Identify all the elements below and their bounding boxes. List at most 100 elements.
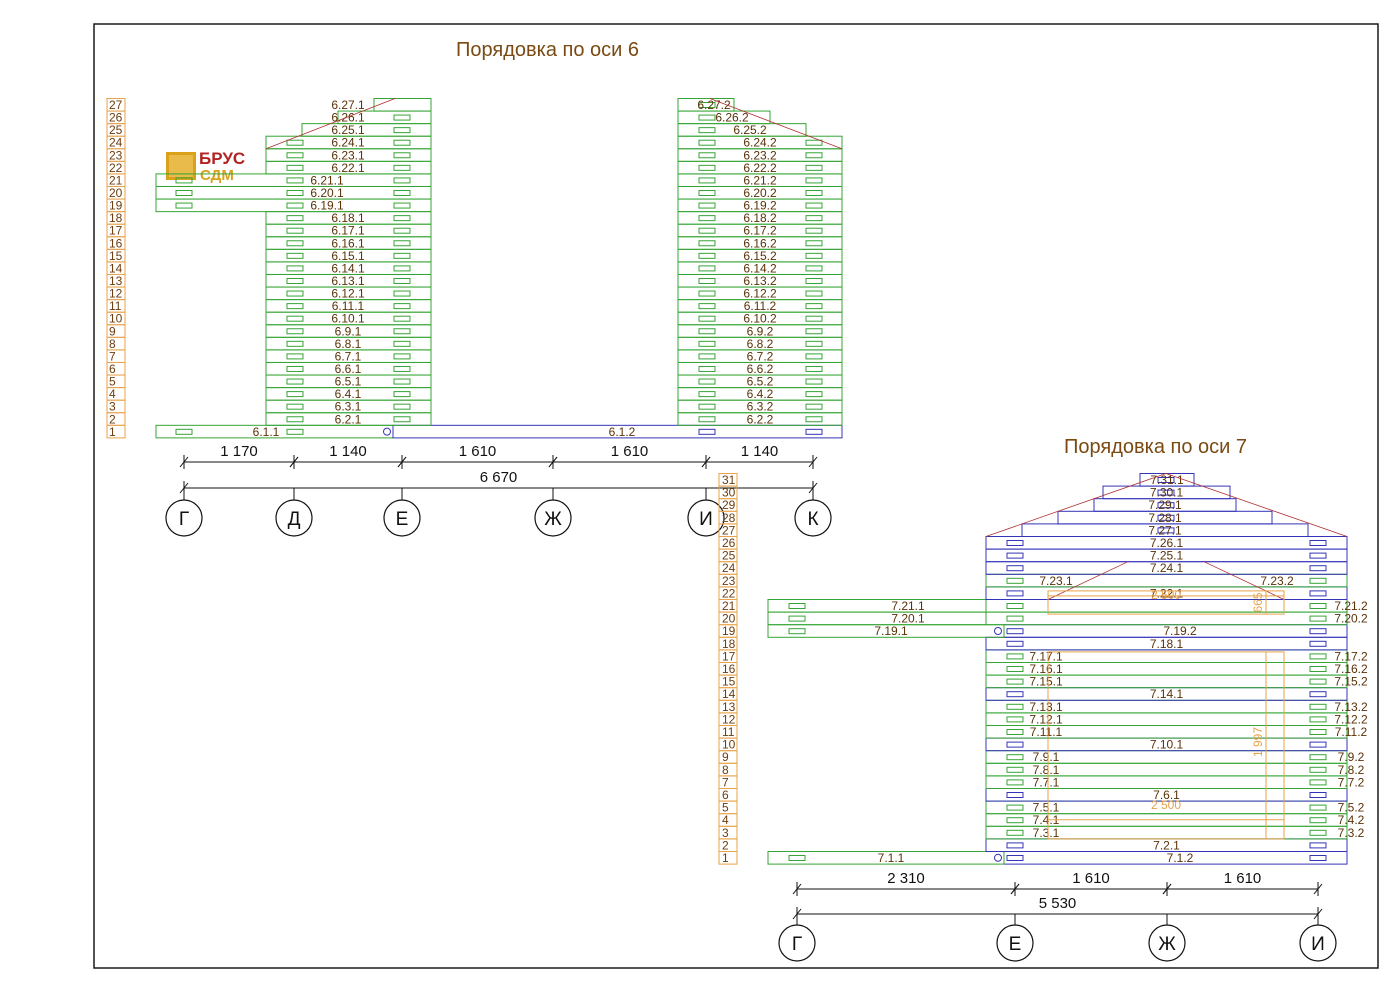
- row-number: 7: [722, 775, 729, 789]
- log-label-left: 7.23.1: [1039, 574, 1073, 588]
- log-joint-notch: [1309, 666, 1327, 672]
- log-label-wall1: 6.22.1: [331, 161, 365, 175]
- axis6-grid-0-bubble: [165, 499, 203, 537]
- log-joint-notch: [1157, 514, 1175, 521]
- log-joint-notch: [286, 340, 304, 347]
- log-joint-notch: [1006, 540, 1024, 546]
- row-number: 13: [109, 274, 123, 288]
- log-joint-notch: [788, 615, 806, 622]
- log-label-wall2: 6.10.2: [743, 312, 777, 326]
- log-label-left: 7.4.1: [1033, 813, 1060, 827]
- log-joint-notch: [393, 139, 411, 146]
- axis6-grid-2-label: Е: [396, 509, 409, 530]
- log-joint-notch: [175, 202, 193, 209]
- log-label-right: 7.16.2: [1334, 662, 1368, 676]
- log-label-wall2: 6.17.2: [743, 224, 777, 238]
- log-joint-notch: [698, 290, 716, 297]
- log-joint-notch: [1309, 804, 1327, 811]
- door-height-value: 1 997: [1251, 727, 1265, 757]
- row-number: 2: [109, 412, 116, 426]
- log-joint-notch: [393, 290, 411, 297]
- log-joint-notch: [1309, 603, 1327, 609]
- log-joint-notch: [1006, 716, 1024, 723]
- row-number: 24: [109, 136, 123, 150]
- log-joint-notch: [1309, 678, 1327, 685]
- log-joint-notch: [805, 139, 823, 146]
- log-label-wall2: 6.7.2: [747, 349, 774, 363]
- log-joint-notch: [805, 164, 823, 171]
- log-joint-notch: [698, 391, 716, 398]
- log-joint-notch: [393, 416, 411, 423]
- log-joint-notch: [393, 391, 411, 398]
- log-label-left: 7.17.1: [1029, 649, 1063, 663]
- log-label-wall2: 6.2.2: [747, 412, 774, 426]
- log-label-wall2: 6.25.2: [733, 123, 767, 137]
- log-joint-notch: [805, 403, 823, 410]
- row-number: 17: [722, 649, 736, 663]
- log-wall1: [155, 173, 432, 187]
- row-number: 25: [722, 549, 736, 563]
- axis6-grid-4-label: И: [699, 509, 713, 530]
- row-number: 30: [722, 486, 736, 500]
- log-label-right: 7.4.2: [1338, 813, 1365, 827]
- axis7-span-1-value: 1 610: [1072, 870, 1110, 887]
- log-joint-notch: [805, 428, 823, 435]
- axis6-span-4-value: 1 140: [741, 443, 779, 460]
- log-joint-notch: [393, 378, 411, 385]
- log-joint-notch: [1309, 842, 1327, 849]
- log-joint-notch: [286, 240, 304, 247]
- axis7-grid-1-bubble: [996, 924, 1034, 962]
- log-label-right: 7.15.2: [1334, 675, 1368, 689]
- log-label-wall1: 6.5.1: [335, 375, 362, 389]
- log-label-left: 7.13.1: [1029, 700, 1063, 714]
- log-joint-notch: [1309, 829, 1327, 836]
- axis7-elevation: 3130292827262524232221201918171615141312…: [718, 473, 1368, 962]
- log-joint-notch: [1006, 678, 1024, 685]
- log-label-wall2: 6.18.2: [743, 211, 777, 225]
- log-joint-notch: [698, 240, 716, 247]
- log-joint-notch: [1309, 766, 1327, 773]
- log-label-wall2: 6.27.2: [697, 98, 731, 112]
- log-label-center: 7.18.1: [1150, 637, 1184, 651]
- axis7-grid-0-label: Г: [792, 934, 802, 955]
- log-joint-notch: [393, 202, 411, 209]
- axis6-total-value: 6 670: [480, 469, 518, 486]
- log-label-left: 7.9.1: [1033, 750, 1060, 764]
- axis6-grid-0-label: Г: [179, 509, 189, 530]
- axis7-grid-2-label: Ж: [1158, 934, 1176, 955]
- log-joint-notch: [1309, 640, 1327, 647]
- log-label-wall1: 6.23.1: [331, 148, 365, 162]
- axis7-grid-2-bubble: [1148, 924, 1186, 962]
- log-joint-notch: [1309, 855, 1327, 861]
- axis6-grid-3-bubble: [534, 499, 572, 537]
- sheet-border: [93, 23, 1379, 969]
- log-joint-notch: [805, 152, 823, 159]
- log-label-center: 7.29.1: [1148, 498, 1182, 512]
- log-joint-notch: [698, 365, 716, 372]
- log-label-wall1: 6.10.1: [331, 312, 365, 326]
- log-joint-notch: [286, 215, 304, 222]
- log-label-right: 7.9.2: [1338, 750, 1365, 764]
- log-label-right: 7.17.2: [1334, 649, 1368, 663]
- log-joint-notch: [393, 252, 411, 259]
- log-joint-notch: [805, 353, 823, 360]
- log-label-left: 7.7.1: [1033, 775, 1060, 789]
- row-number: 23: [722, 574, 736, 588]
- row-number: 9: [722, 750, 729, 764]
- log-joint-notch: [805, 290, 823, 297]
- row-number: 25: [109, 123, 123, 137]
- log-joint-notch: [805, 315, 823, 322]
- log-label-wall2: 6.11.2: [744, 299, 777, 313]
- log-joint-notch: [1006, 603, 1024, 609]
- axis6-grid-1-bubble: [275, 499, 313, 537]
- log-joint-notch: [805, 378, 823, 385]
- row-number: 6: [722, 788, 729, 802]
- log-label-left: 7.11.1: [1030, 725, 1063, 739]
- log-label-wall1: 6.3.1: [335, 400, 362, 414]
- log-joint-notch: [1309, 741, 1327, 748]
- log-label-wall2: 6.12.2: [743, 287, 777, 301]
- log-label-center: 7.24.1: [1150, 561, 1184, 575]
- log-joint-notch: [1309, 590, 1327, 597]
- log-label-center: 7.31.1: [1150, 473, 1184, 487]
- log-joint-notch: [805, 391, 823, 398]
